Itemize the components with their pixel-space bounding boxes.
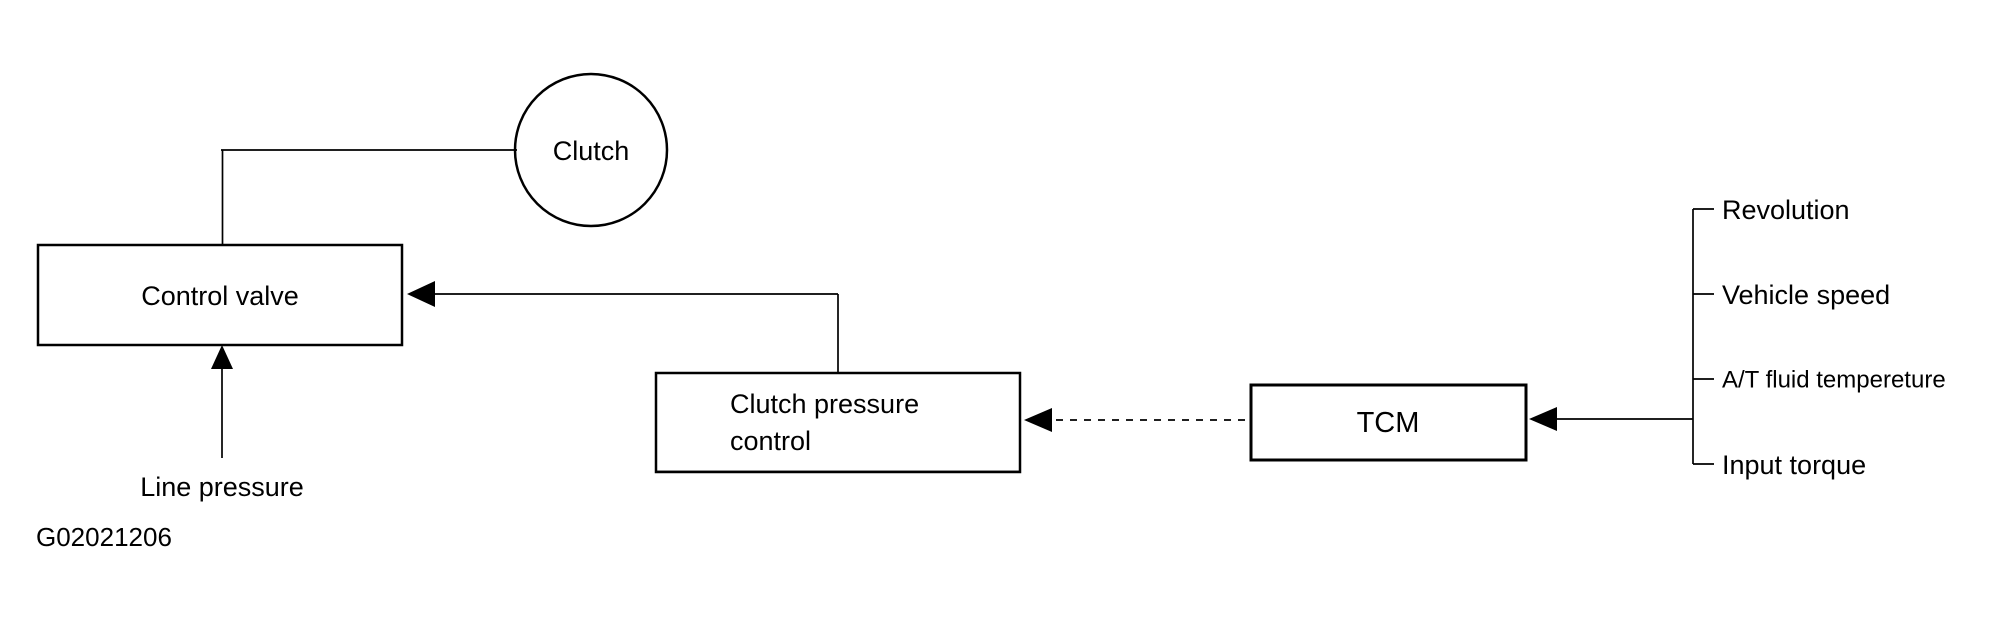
- control-valve-label: Control valve: [141, 281, 299, 311]
- node-tcm: TCM: [1249, 383, 1528, 462]
- arrow-cpc-to-control-valve: [407, 281, 839, 373]
- clutch-label: Clutch: [553, 136, 630, 166]
- line-pressure-label: Line pressure: [140, 472, 304, 502]
- input-label-vehicle-speed: Vehicle speed: [1722, 280, 1890, 310]
- arrow-line-pressure-to-control-valve: [211, 345, 233, 458]
- input-label-revolution: Revolution: [1722, 195, 1850, 225]
- input-label-input-torque: Input torque: [1722, 450, 1866, 480]
- control-valve-box: [36, 243, 404, 347]
- inputs-bracket: [1692, 208, 1714, 465]
- clutch-pressure-control-label-line2: control: [730, 426, 811, 456]
- clutch-pressure-control-label-line1: Clutch pressure: [730, 389, 919, 419]
- left-arrowhead: [1024, 408, 1052, 432]
- up-arrowhead: [211, 345, 233, 369]
- tcm-label: TCM: [1357, 407, 1420, 439]
- connector-control-valve-to-clutch: [221, 149, 517, 246]
- figure-id: G02021206: [36, 522, 172, 552]
- arrow-tcm-to-cpc: [1024, 408, 1245, 432]
- arrow-inputs-to-tcm: [1529, 407, 1693, 431]
- node-clutch-pressure-control: Clutch pressure control: [654, 371, 1022, 474]
- clutch-pressure-control-box: [654, 371, 1022, 474]
- left-arrowhead: [1529, 407, 1557, 431]
- input-labels: Revolution Vehicle speed A/T fluid tempe…: [1722, 195, 1946, 480]
- clutch-circle: [513, 72, 669, 228]
- left-arrowhead: [407, 281, 435, 307]
- tcm-box: [1249, 383, 1528, 462]
- input-label-fluid-temperature: A/T fluid tempereture: [1722, 367, 1946, 394]
- node-control-valve: Control valve: [36, 243, 404, 347]
- node-clutch: Clutch: [513, 72, 669, 228]
